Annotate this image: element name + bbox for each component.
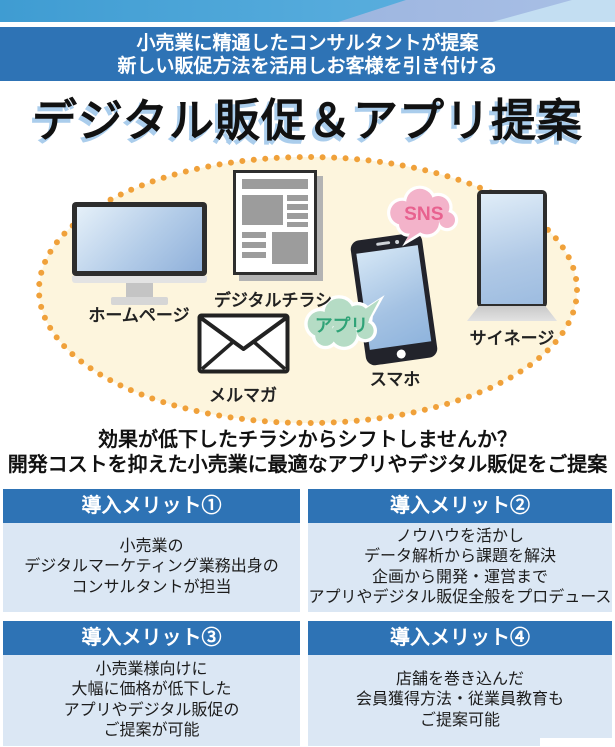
sns-bubble-icon: SNS: [387, 185, 459, 247]
sns-bubble-label: SNS: [404, 204, 444, 225]
label-smartphone: スマホ: [369, 370, 421, 389]
app-bubble-label: アプリ: [315, 314, 368, 335]
lead-line2: 開発コストを抑えた小売業に最適なアプリやデジタル販促をご提案: [7, 454, 608, 476]
merit-grid: 導入メリット① 小売業の デジタルマーケティング業務出身の コンサルタントが担当…: [3, 489, 612, 746]
app-bubble-icon: アプリ: [304, 295, 385, 351]
merit-box-4: 導入メリット④ 店舗を巻き込んだ 会員獲得方法・従業員教育も ご提案可能: [308, 621, 612, 746]
merit-3-title: 導入メリット③: [3, 621, 300, 655]
monitor-icon: [72, 202, 207, 276]
label-digital-flyer: デジタルチラシ: [213, 291, 333, 310]
device-diagram: SNS アプリ ホームページ デジタルチラシ メルマガ スマホ サイネージ: [0, 140, 615, 440]
lead-copy: 効果が低下したチラシからシフトしませんか？ 開発コストを抑えた小売業に最適なアプ…: [0, 428, 615, 478]
envelope-icon: [197, 313, 290, 374]
monitor-base: [111, 297, 168, 305]
merit-4-title: 導入メリット④: [308, 621, 612, 655]
page-title: デジタル販促＆アプリ提案: [31, 95, 584, 146]
merit-1-body: 小売業の デジタルマーケティング業務出身の コンサルタントが担当: [3, 523, 300, 612]
lead-line1: 効果が低下したチラシからシフトしませんか？: [98, 429, 517, 451]
banner-line2: 新しい販促方法を活用しお客様を引き付ける: [117, 56, 498, 77]
monitor-screen: [77, 207, 202, 271]
merit-2-title: 導入メリット②: [308, 489, 612, 523]
bottom-right-notch: [540, 738, 615, 747]
label-mailmag: メルマガ: [209, 386, 277, 405]
banner-line1: 小売業に精通したコンサルタントが提案: [136, 33, 479, 54]
signage-icon: [477, 190, 547, 308]
merit-3-body: 小売業様向けに 大幅に価格が低下した アプリやデジタル販促の ご提案が可能: [3, 655, 300, 746]
signage-screen: [481, 194, 543, 304]
top-decorative-band: [0, 0, 615, 22]
merit-4-body: 店舗を巻き込んだ 会員獲得方法・従業員教育も ご提案可能: [308, 655, 612, 746]
merit-1-title: 導入メリット①: [3, 489, 300, 523]
merit-box-3: 導入メリット③ 小売業様向けに 大幅に価格が低下した アプリやデジタル販促の ご…: [3, 621, 300, 746]
label-homepage: ホームページ: [88, 306, 190, 325]
merit-2-body: ノウハウを活かし データ解析から課題を解決 企画から開発・運営まで アプリやデジ…: [308, 523, 612, 612]
merit-box-2: 導入メリット② ノウハウを活かし データ解析から課題を解決 企画から開発・運営ま…: [308, 489, 612, 612]
label-signage: サイネージ: [469, 329, 555, 348]
header-banner: 小売業に精通したコンサルタントが提案 新しい販促方法を活用しお客様を引き付ける: [0, 27, 615, 81]
merit-box-1: 導入メリット① 小売業の デジタルマーケティング業務出身の コンサルタントが担当: [3, 489, 300, 612]
signage-base: [467, 306, 557, 321]
monitor-neck: [126, 283, 153, 297]
flyer-icon: [233, 170, 317, 275]
monitor-chin: [72, 276, 207, 283]
